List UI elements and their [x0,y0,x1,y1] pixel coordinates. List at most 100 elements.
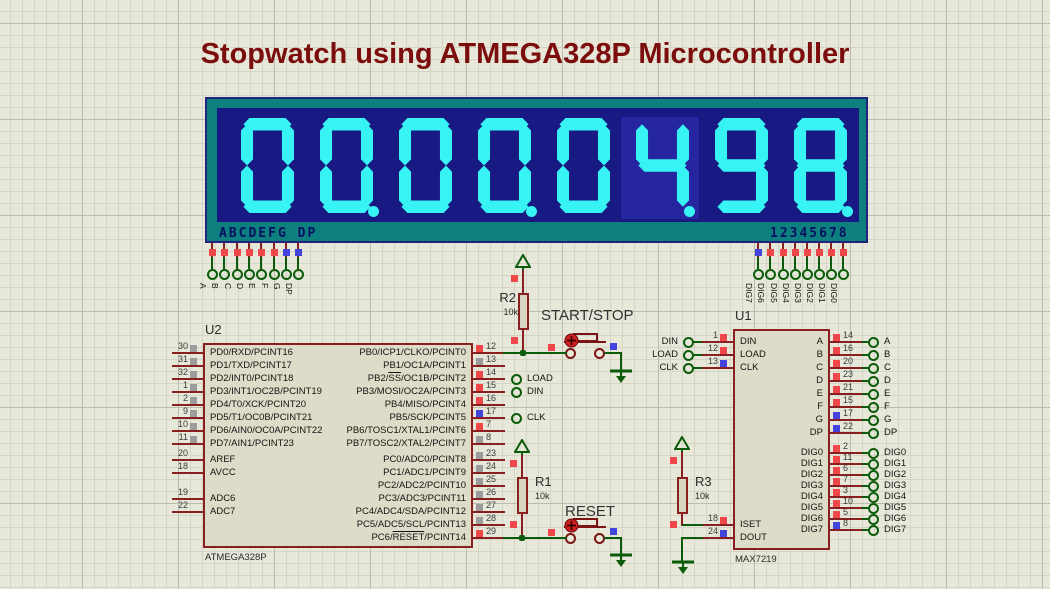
net-terminal-label: A [198,283,208,289]
pin-stub [830,529,862,531]
net-terminal [510,412,522,424]
pin-stub [830,406,862,408]
chip-part: MAX7219 [735,554,777,565]
pin-state-indicator [833,412,840,419]
pin-stub [172,404,203,406]
pin-state-indicator [476,423,483,430]
pin-label: A [816,336,823,347]
net-terminal-label: DIG7 [884,524,907,535]
pin-number: 20 [843,356,854,366]
connector-wire [862,452,868,454]
resistor-value: 10k [535,491,550,501]
pin-state-indicator [833,360,840,367]
resistor-ref: R2 [499,290,516,305]
connector-wire [862,341,868,343]
net-terminal-label: DIG7 [744,283,754,303]
chip-ref: U1 [735,308,752,323]
pin-number: 1 [182,380,188,390]
pin-label: C [816,362,823,373]
pin-number: 23 [486,448,497,458]
pin-stub [473,365,505,367]
net-terminal [801,268,813,280]
pin-label: ISET [740,519,762,530]
net-terminal-label: DIG2 [884,469,907,480]
pin-stub [172,378,203,380]
pin-state-indicator [476,410,483,417]
pin-stub [830,419,862,421]
connector-wire [236,257,238,269]
pin-state-indicator [476,358,483,365]
pin-state-indicator [833,522,840,529]
pin-state-indicator [833,500,840,507]
button-toggle-icon[interactable] [564,518,579,533]
net-terminal [867,480,879,492]
net-terminal-label: D [884,375,891,386]
resistor-body-R2 [518,293,529,330]
display-decimal-point [684,206,695,217]
connector-wire [862,367,868,369]
net-terminal [231,268,243,280]
net-terminal-label: DIG0 [829,283,839,303]
pin-number: 18 [177,461,188,471]
pin-label: E [816,388,823,399]
net-terminal [777,268,789,280]
pin-state-indicator [610,528,617,535]
pin-state-indicator [840,249,847,256]
net-terminal [510,373,522,385]
connector-wire [769,257,771,269]
pin-stub [172,430,203,432]
net-terminal-label: DIG5 [769,283,779,303]
pin-number: 25 [486,474,497,484]
pin-number: 16 [843,343,854,353]
connector-wire [693,341,702,343]
pin-stub [473,537,505,539]
pin-label: PC3/ADC3/PCINT11 [378,493,466,504]
pin-state-indicator [780,249,787,256]
net-terminal [867,362,879,374]
pin-stub [521,514,523,539]
pin-label: PC6/RESET/PCINT14 [371,532,466,543]
pin-number: 14 [843,330,854,340]
connector-wire [693,354,702,356]
wire-junction [519,535,525,541]
connector-wire [862,432,868,434]
net-terminal [292,268,304,280]
pin-state-indicator [720,334,727,341]
display-decimal-point [842,206,853,217]
connector-wire [818,257,820,269]
pin-label: PC5/ADC5/SCL/PCINT13 [356,519,466,530]
pin-state-indicator [833,334,840,341]
net-terminal-label: E [884,388,891,399]
net-terminal-label: B [210,283,220,289]
pin-stub [473,511,505,513]
button-toggle-icon[interactable] [564,333,579,348]
pin-number: 17 [486,406,497,416]
pin-state-indicator [476,478,483,485]
display-digit-legend: 12345678 [770,226,849,241]
pin-stub [473,443,505,445]
pin-stub [830,393,862,395]
pin-stub [521,455,523,477]
pin-stub [830,507,862,509]
display-decimal-point [368,206,379,217]
net-terminal [867,513,879,525]
net-terminal [867,375,879,387]
pin-label: PD2/INT0/PCINT18 [210,373,294,384]
button-label: START/STOP [541,307,634,324]
pin-number: 5 [843,507,849,517]
pin-number: 13 [707,356,718,366]
pin-label: DOUT [740,532,767,543]
net-terminal [867,427,879,439]
pin-state-indicator [767,249,774,256]
net-wire [620,352,622,370]
net-terminal-label: B [884,349,891,360]
net-terminal-label: DIG1 [884,458,907,469]
net-terminal [682,362,694,374]
pin-state-indicator [190,436,197,443]
net-terminal [867,388,879,400]
net-terminal-label: CLK [527,412,546,423]
pin-stub [172,511,203,513]
pin-stub [473,498,505,500]
pin-number: 16 [486,393,497,403]
pin-state-indicator [833,386,840,393]
